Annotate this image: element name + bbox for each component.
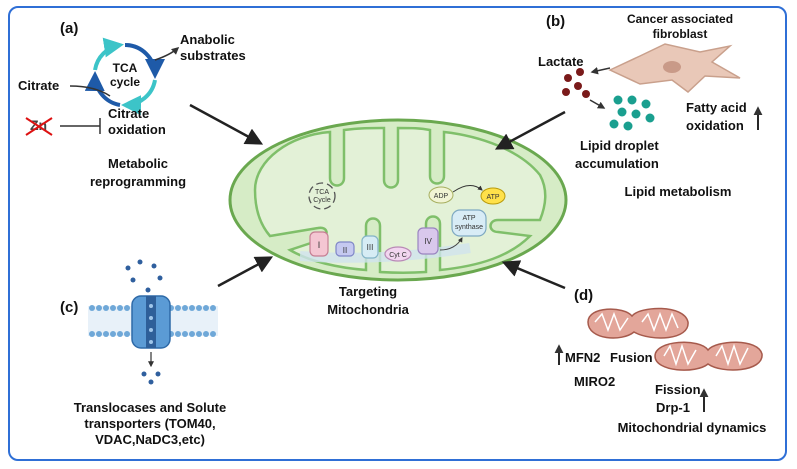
miro2-label: MIRO2	[574, 374, 615, 389]
panel-a-tag: (a)	[60, 20, 78, 37]
tca-label-line2: cycle	[110, 75, 140, 89]
adp-bubble	[428, 186, 454, 204]
fa-line1: Fatty acid	[686, 100, 747, 115]
fibroblast-nucleus	[663, 61, 681, 73]
atp-bubble	[480, 187, 506, 205]
cytc-label: Cyt C	[389, 252, 407, 259]
mfn2-label: MFN2	[565, 350, 600, 365]
atp-synthase	[451, 209, 487, 237]
anabolic-line1: Anabolic	[180, 32, 235, 47]
anabolic-arrow	[154, 47, 180, 61]
complex-1	[309, 231, 329, 257]
complex-4	[417, 227, 439, 255]
complex-2	[335, 241, 355, 257]
adp-atp-arrow	[452, 185, 483, 193]
cytc-to-synthase-arrow	[439, 237, 463, 251]
panel-a-title-line1: Metabolic	[108, 156, 168, 171]
arrow-b-to-center	[494, 110, 566, 150]
figure-frame	[8, 6, 787, 461]
panel-c-title-line3: VDAC,NaDC3,etc)	[95, 432, 205, 447]
citrate-ox-line1: Citrate	[108, 106, 149, 121]
atp-label: ATP	[486, 194, 499, 201]
inner-membrane-band	[299, 243, 471, 263]
mini-tca-line2: Cycle	[313, 197, 331, 204]
solute-dots-top	[125, 259, 163, 293]
panel-a-title-line2: reprogramming	[90, 174, 186, 189]
panel-b-title: Lipid metabolism	[625, 184, 732, 199]
mini-tca-line1: TCA	[315, 189, 329, 196]
citrate-label: Citrate	[18, 78, 59, 93]
panel-b: (b) Cancer associated fibroblast Lactate…	[538, 12, 763, 199]
panel-d-tag: (d)	[574, 287, 593, 304]
arrow-d-to-center	[501, 260, 566, 290]
mini-tca-cycle	[308, 182, 336, 210]
arrow-c-to-center	[217, 256, 274, 288]
lipid-line2: accumulation	[575, 156, 659, 171]
panel-c-title-line2: transporters (TOM40,	[84, 416, 215, 431]
transporter-channel	[146, 296, 156, 348]
panel-a: (a) TCA cycle Citrate Anabolic substrate…	[18, 20, 246, 189]
tca-arrow-1	[124, 43, 165, 79]
caf-line2: fibroblast	[653, 27, 708, 41]
lipid-dots	[609, 95, 655, 131]
drp1-label: Drp-1	[656, 400, 690, 415]
cytochrome-c	[384, 246, 412, 262]
panel-d-title: Mitochondrial dynamics	[618, 420, 767, 435]
caf-line1: Cancer associated	[627, 12, 733, 26]
fusion-cristae	[594, 311, 679, 333]
panel-c: (c) Translocases and Solute transporters…	[60, 259, 226, 447]
fission-mitochondrion	[654, 341, 763, 371]
complex-4-label: IV	[424, 237, 432, 246]
citrate-ox-line2: oxidation	[108, 122, 166, 137]
lactate-arrow	[590, 67, 611, 75]
fa-line2: oxidation	[686, 118, 744, 133]
arrow-a-to-center	[189, 103, 264, 145]
anabolic-line2: substrates	[180, 48, 246, 63]
complex-2-label: II	[343, 246, 347, 255]
channel-dots	[149, 304, 153, 344]
panel-d: (d) MFN2 Fusion MIRO2 Fission Drp-1 Mito…	[554, 287, 767, 435]
citrate-arrow	[69, 85, 111, 97]
center-label-line2: Mitochondria	[327, 302, 409, 317]
tca-arrow-2	[121, 79, 157, 116]
complex-3-label: III	[367, 243, 374, 252]
zn-cross-2	[25, 117, 53, 136]
adp-label: ADP	[434, 193, 449, 200]
lactate-label: Lactate	[538, 54, 584, 69]
tca-label-line1: TCA	[113, 61, 138, 75]
atp-synthase-line1: ATP	[462, 215, 475, 222]
tca-arrow-3	[84, 71, 121, 107]
fission-cristae	[663, 343, 749, 367]
panel-b-tag: (b)	[546, 13, 565, 30]
panel-c-tag: (c)	[60, 299, 78, 316]
center-label-line1: Targeting	[339, 284, 397, 299]
fission-label: Fission	[655, 382, 701, 397]
fusion-label: Fusion	[610, 350, 653, 365]
complex-1-label: I	[318, 240, 321, 250]
solute-dots-bottom	[141, 371, 161, 385]
complex-3	[361, 235, 379, 259]
lactate-dots	[562, 68, 590, 98]
lipid-arrow	[589, 99, 606, 109]
mitochondrion: TCA Cycle I II III Cyt C IV ATP synthase…	[228, 118, 568, 317]
lipid-line1: Lipid droplet	[580, 138, 659, 153]
tca-arrow-4	[93, 37, 124, 71]
panel-c-title-line1: Translocases and Solute	[74, 400, 226, 415]
fusion-mitochondrion	[587, 307, 689, 339]
atp-synthase-line2: synthase	[455, 224, 483, 231]
